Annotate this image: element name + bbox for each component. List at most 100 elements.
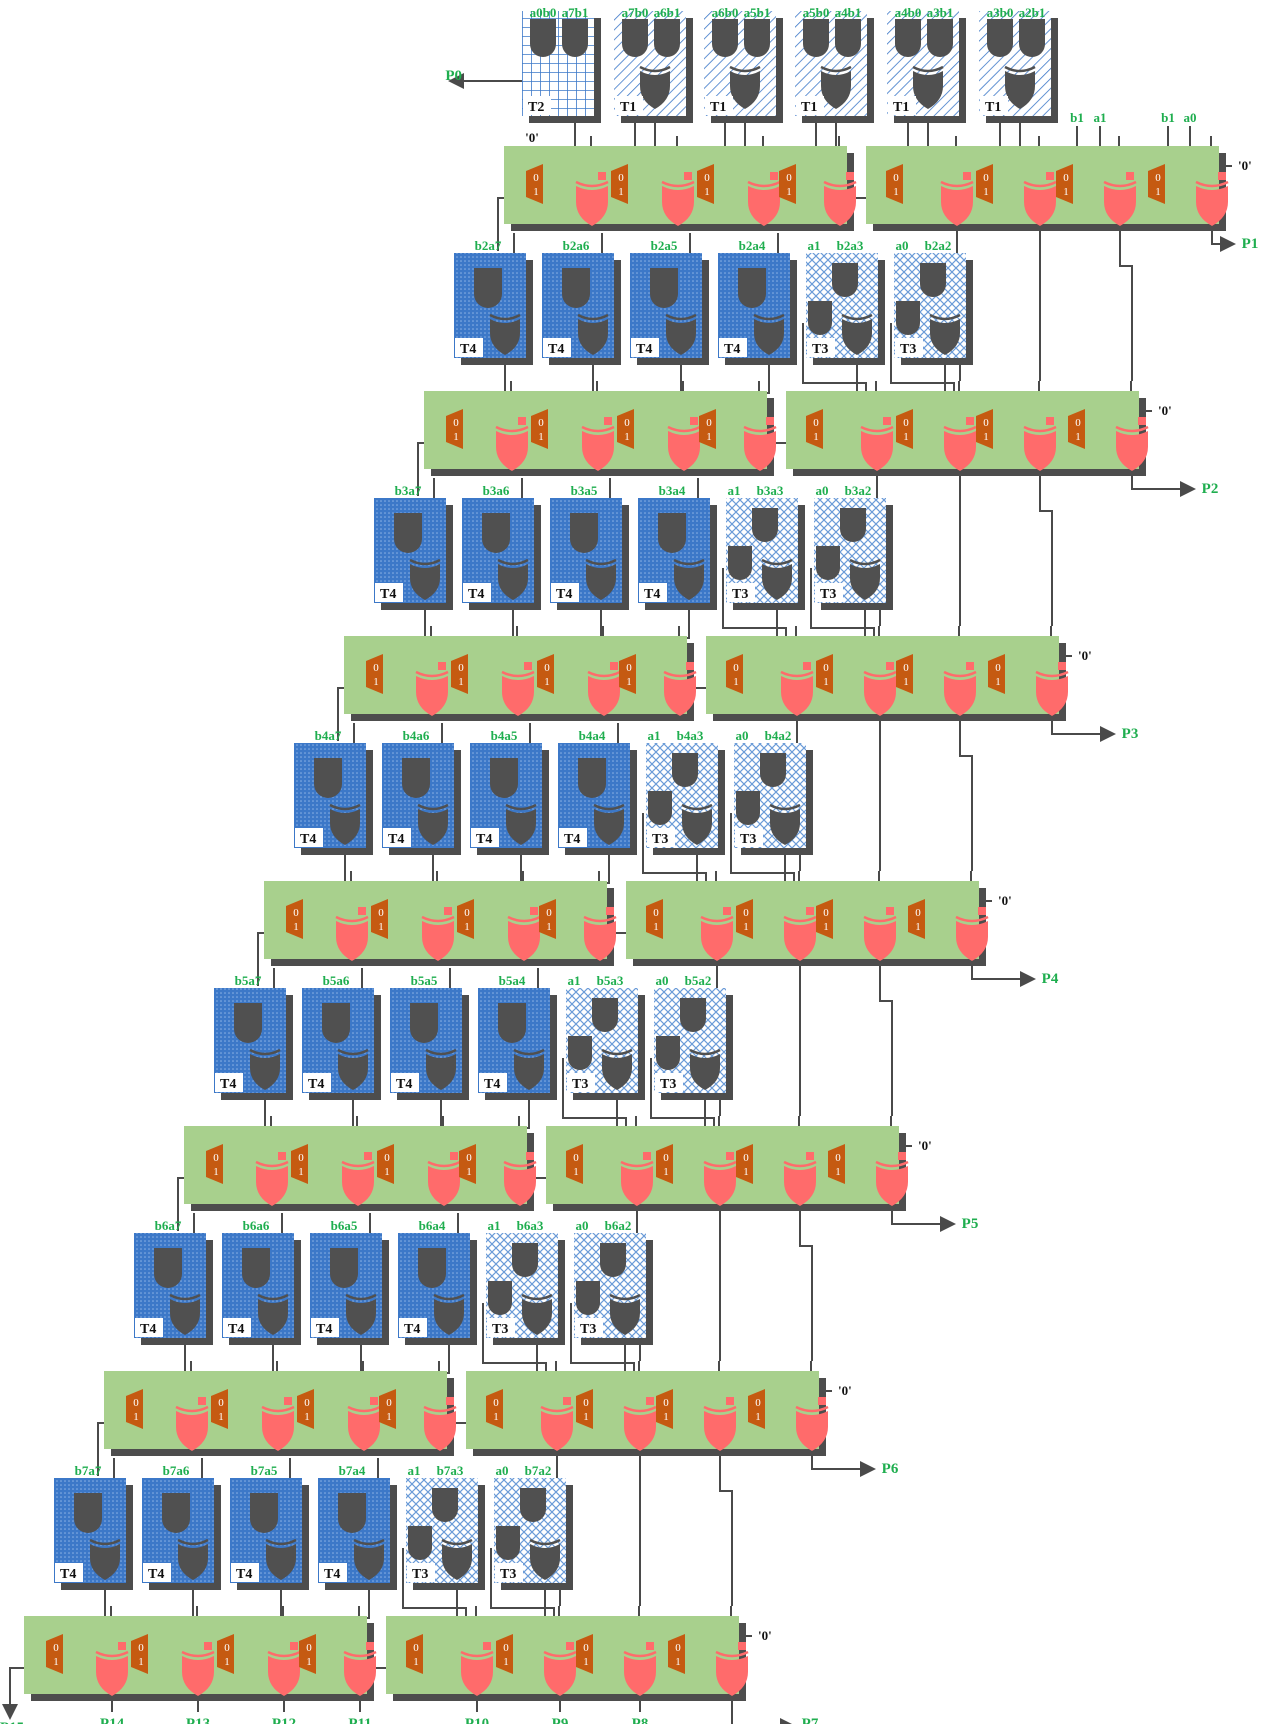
mux-input-1-label: 1 [546, 921, 552, 933]
wire [719, 1451, 733, 1606]
xor-adder-gate-icon [668, 431, 700, 471]
mux-input-1-label: 1 [823, 921, 829, 933]
multiplexer-icon: 01 [736, 899, 753, 939]
cell-input-label: a1 [408, 1463, 421, 1478]
xor-adder-gate-icon [944, 431, 976, 471]
xor-adder-gate-icon [701, 921, 733, 961]
mux-input-1-label: 1 [373, 676, 379, 688]
cell-input-label: a6b1 [654, 5, 681, 20]
cell-type-box [135, 1318, 163, 1337]
multiplexer-icon: 01 [656, 1144, 673, 1184]
and-gate-icon [498, 1003, 526, 1043]
carry-dot [366, 1642, 374, 1650]
cell-input-label: a1 [568, 973, 581, 988]
multiplexer-icon: 01 [299, 1634, 316, 1674]
mux-body [656, 1389, 673, 1429]
output-wire [891, 1206, 956, 1232]
mux-body [291, 1144, 308, 1184]
xor-gate-arc [940, 180, 974, 188]
mux-input-1-label: 1 [675, 1656, 681, 1668]
and-gate-icon [570, 513, 598, 553]
mux-body [1068, 409, 1085, 449]
multiplexer-icon: 01 [896, 409, 913, 449]
multiplexer-icon: 01 [576, 1389, 593, 1429]
mux-input-0-label: 0 [663, 1397, 669, 1409]
cell-type-box [735, 828, 763, 847]
xor-adder-gate-icon [664, 676, 696, 716]
mux-body [1056, 164, 1073, 204]
cell-input-label: b5a3 [597, 973, 624, 988]
mux-input-1-label: 1 [224, 1656, 230, 1668]
mux-input-0-label: 0 [224, 1642, 230, 1654]
xor-gate-arc [665, 313, 697, 321]
mux-input-1-label: 1 [704, 186, 710, 198]
mux-input-0-label: 0 [903, 417, 909, 429]
mux-input-0-label: 0 [533, 172, 539, 184]
mux-input-0-label: 0 [213, 1152, 219, 1164]
carry-dot [684, 172, 692, 180]
mux-input-0-label: 0 [53, 1642, 59, 1654]
multiplexer-icon: 01 [126, 1389, 143, 1429]
cell-input-label: b4a2 [765, 728, 792, 743]
cell-input-label: a4b0 [895, 5, 922, 20]
xor-gate-icon [178, 1544, 208, 1580]
mux-input-0-label: 0 [298, 1152, 304, 1164]
xor-adder-gate-icon [1036, 676, 1068, 716]
mux-body [496, 1634, 513, 1674]
output-label-p15: P15 [0, 1720, 24, 1724]
cell-type-box [55, 1563, 83, 1582]
mux-input-0-label: 0 [733, 662, 739, 674]
output-label-p13: P13 [186, 1716, 210, 1724]
mux-input-1-label: 1 [544, 676, 550, 688]
xor-gate-icon [330, 809, 360, 845]
cell-type-label: T1 [893, 100, 909, 115]
carry-dot [526, 1152, 534, 1160]
mux-input-1-label: 1 [298, 1166, 304, 1178]
cell-input-label: a0 [656, 973, 669, 988]
cell-type-box [559, 828, 587, 847]
xor-gate-icon [850, 564, 880, 600]
and-gate-icon [832, 263, 858, 297]
cell-type-box [815, 583, 843, 602]
mux-input-0-label: 0 [653, 907, 659, 919]
output-wire [1051, 716, 1116, 742]
multiplexer-icon: 01 [988, 654, 1005, 694]
carry-dot [284, 1397, 292, 1405]
xor-gate-arc [875, 1160, 909, 1168]
carry-dot [604, 417, 612, 425]
mux-input-1-label: 1 [53, 1656, 59, 1668]
cell-type-box [295, 828, 323, 847]
cell-input-label: b7a4 [339, 1463, 366, 1478]
mux-input-0-label: 0 [903, 662, 909, 674]
multiplexer-icon: 01 [406, 1634, 423, 1674]
mux-body [211, 1389, 228, 1429]
xor-adder-gate-icon [864, 676, 896, 716]
carry-dot [358, 907, 366, 915]
cell-input-label: a1 [648, 728, 661, 743]
xor-gate-icon [594, 809, 624, 845]
cell-input-label: b5a4 [499, 973, 526, 988]
xor-adder-gate-icon [584, 921, 616, 961]
carry-dot [438, 662, 446, 670]
mux-input-1-label: 1 [813, 431, 819, 443]
mux-input-0-label: 0 [786, 172, 792, 184]
carry-dot [444, 907, 452, 915]
carry-dot [966, 662, 974, 670]
cell-input-label: b4a7 [315, 728, 342, 743]
mux-body [976, 164, 993, 204]
mux-input-0-label: 0 [1075, 417, 1081, 429]
xor-adder-gate-icon [348, 1411, 380, 1451]
mux-input-0-label: 0 [304, 1397, 310, 1409]
carry-dot [530, 907, 538, 915]
cell-type-box [471, 828, 499, 847]
cell-input-label: b6a4 [419, 1218, 446, 1233]
constant-zero-label: '0' [998, 893, 1012, 908]
output-label-p6: P6 [882, 1461, 899, 1477]
mux-input-1-label: 1 [573, 1166, 579, 1178]
cell-type-box [523, 96, 551, 115]
carry-dot [364, 1152, 372, 1160]
